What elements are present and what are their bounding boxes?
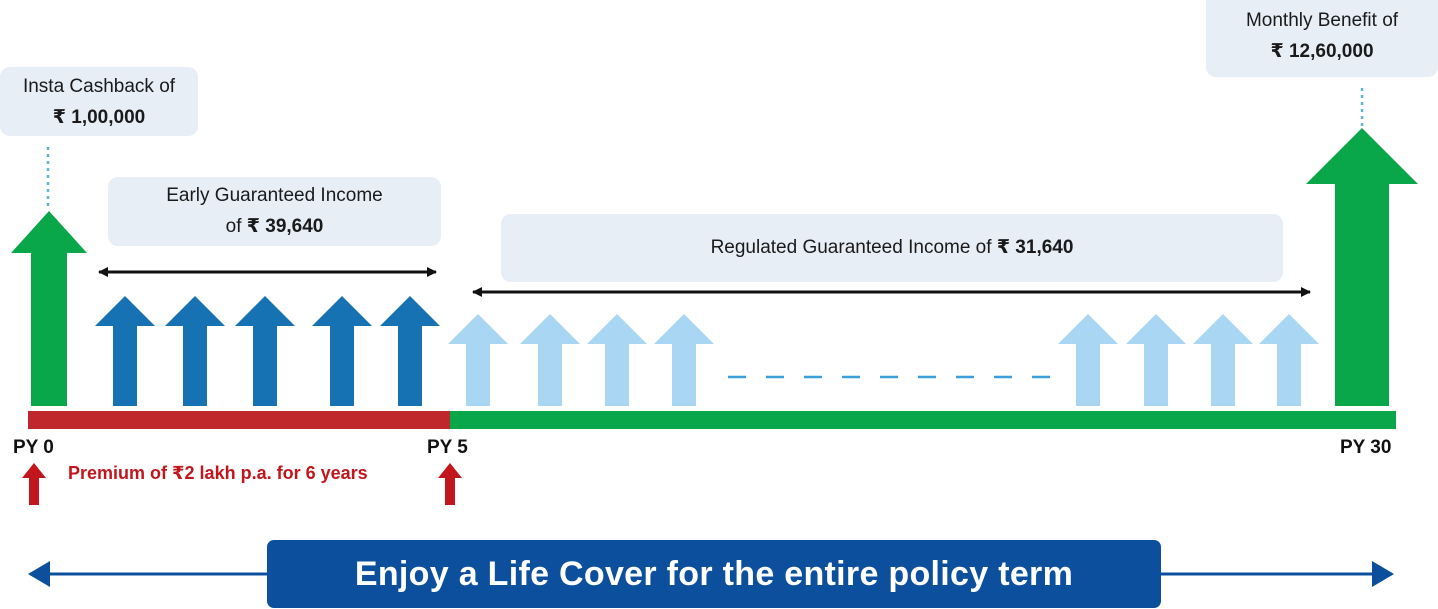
light-blue-up-arrow-icon bbox=[520, 314, 580, 406]
regulated-income-callout: Regulated Guaranteed Income of ₹ 31,640 bbox=[501, 214, 1283, 282]
blue-up-arrow-icon bbox=[312, 296, 372, 406]
light-blue-up-arrow-icon bbox=[1193, 314, 1253, 406]
early-income-callout: Early Guaranteed Income of ₹ 39,640 bbox=[108, 177, 441, 246]
benefit-period-bar bbox=[450, 411, 1396, 429]
light-blue-up-arrow-icon bbox=[654, 314, 714, 406]
regulated-income-amount: ₹ 31,640 bbox=[996, 237, 1074, 258]
blue-up-arrow-icon bbox=[95, 296, 155, 406]
early-income-amount: ₹ 39,640 bbox=[246, 216, 324, 237]
blue-up-arrow-icon bbox=[235, 296, 295, 406]
insta-cashback-label: Insta Cashback of bbox=[22, 76, 176, 97]
premium-period-bar bbox=[28, 411, 450, 429]
early-income-prefix: of bbox=[225, 216, 247, 237]
insta-cashback-amount: ₹ 1,00,000 bbox=[52, 107, 146, 128]
regulated-income-label: Regulated Guaranteed Income of bbox=[710, 237, 997, 258]
insta-cashback-callout: Insta Cashback of ₹ 1,00,000 bbox=[0, 67, 198, 136]
light-blue-up-arrow-icon bbox=[587, 314, 647, 406]
red-up-arrow-icon bbox=[22, 463, 46, 505]
premium-text: Premium of ₹2 lakh p.a. for 6 years bbox=[68, 463, 368, 483]
py-start-label: PY 0 bbox=[13, 437, 54, 458]
monthly-benefit-callout: Monthly Benefit of ₹ 12,60,000 bbox=[1206, 0, 1438, 77]
py-mid-label: PY 5 bbox=[427, 437, 468, 458]
green-up-arrow-icon bbox=[11, 211, 87, 406]
blue-up-arrow-icon bbox=[380, 296, 440, 406]
light-blue-up-arrow-icon bbox=[1126, 314, 1186, 406]
light-blue-up-arrow-icon bbox=[1259, 314, 1319, 406]
life-cover-banner: Enjoy a Life Cover for the entire policy… bbox=[267, 540, 1161, 608]
light-blue-up-arrow-icon bbox=[1058, 314, 1118, 406]
early-income-label: Early Guaranteed Income bbox=[166, 185, 383, 206]
blue-up-arrow-icon bbox=[165, 296, 225, 406]
monthly-benefit-label: Monthly Benefit of bbox=[1245, 10, 1399, 31]
monthly-benefit-amount: ₹ 12,60,000 bbox=[1270, 41, 1374, 62]
red-up-arrow-icon bbox=[438, 463, 462, 505]
green-up-arrow-icon bbox=[1306, 128, 1418, 406]
py-end-label: PY 30 bbox=[1340, 437, 1392, 458]
light-blue-up-arrow-icon bbox=[448, 314, 508, 406]
